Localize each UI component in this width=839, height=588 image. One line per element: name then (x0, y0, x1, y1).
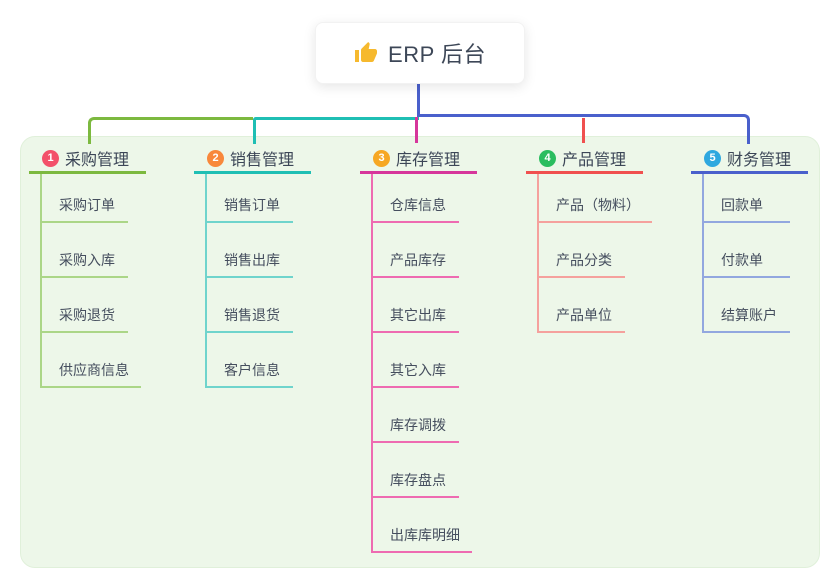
node-label: 回款单 (721, 197, 763, 213)
branch-finance: 5 财务管理 回款单 付款单 结算账户 (691, 148, 808, 333)
branch-title-label: 销售管理 (230, 152, 295, 169)
connector-sales (253, 117, 419, 144)
node-item[interactable]: 采购入库 (42, 223, 128, 278)
node-item[interactable]: 回款单 (704, 174, 790, 223)
connector-purchase (88, 117, 253, 144)
node-label: 供应商信息 (59, 362, 129, 378)
root-node[interactable]: ERP 后台 (315, 22, 525, 84)
node-label: 库存盘点 (390, 472, 446, 488)
node-item[interactable]: 其它入库 (373, 333, 459, 388)
branch-children-sales: 销售订单 销售出库 销售退货 客户信息 (205, 174, 311, 388)
node-label: 客户信息 (224, 362, 280, 378)
branch-title-inventory[interactable]: 3 库存管理 (360, 148, 477, 174)
node-label: 库存调拨 (390, 417, 446, 433)
node-label: 产品库存 (390, 252, 446, 268)
node-label: 采购订单 (59, 197, 115, 213)
node-item[interactable]: 产品分类 (539, 223, 625, 278)
branch-title-finance[interactable]: 5 财务管理 (691, 148, 808, 174)
branch-children-inventory: 仓库信息 产品库存 其它出库 其它入库 库存调拨 库存盘点 出库库明细 (371, 174, 477, 553)
branch-product: 4 产品管理 产品（物料） 产品分类 产品单位 (526, 148, 652, 333)
node-label: 销售出库 (224, 252, 280, 268)
branch-number-badge: 4 (539, 149, 556, 167)
connector-root-drop (417, 82, 420, 117)
node-item[interactable]: 采购订单 (42, 174, 128, 223)
node-label: 产品单位 (556, 307, 612, 323)
node-label: 产品（物料） (556, 197, 640, 213)
branch-number-badge: 5 (704, 149, 721, 167)
node-item[interactable]: 采购退货 (42, 278, 128, 333)
node-item[interactable]: 其它出库 (373, 278, 459, 333)
node-item[interactable]: 产品库存 (373, 223, 459, 278)
branch-inventory: 3 库存管理 仓库信息 产品库存 其它出库 其它入库 库存调拨 库存盘点 出库库… (360, 148, 477, 553)
node-item[interactable]: 供应商信息 (42, 333, 141, 388)
root-node-label: ERP 后台 (388, 42, 486, 67)
node-item[interactable]: 产品（物料） (539, 174, 652, 223)
branch-title-sales[interactable]: 2 销售管理 (194, 148, 311, 174)
node-label: 销售退货 (224, 307, 280, 323)
node-item[interactable]: 仓库信息 (373, 174, 459, 223)
node-item[interactable]: 产品单位 (539, 278, 625, 333)
branch-title-label: 产品管理 (562, 152, 627, 169)
branch-children-finance: 回款单 付款单 结算账户 (702, 174, 808, 333)
node-item[interactable]: 库存调拨 (373, 388, 459, 443)
branch-children-product: 产品（物料） 产品分类 产品单位 (537, 174, 652, 333)
branch-number-badge: 3 (373, 149, 390, 167)
node-item[interactable]: 销售订单 (207, 174, 293, 223)
node-label: 出库库明细 (390, 527, 460, 543)
node-label: 其它入库 (390, 362, 446, 378)
branch-sales: 2 销售管理 销售订单 销售出库 销售退货 客户信息 (194, 148, 311, 388)
node-item[interactable]: 销售出库 (207, 223, 293, 278)
branch-number-badge: 1 (42, 149, 59, 167)
node-label: 仓库信息 (390, 197, 446, 213)
thumbs-up-icon (355, 42, 378, 62)
node-label: 销售订单 (224, 197, 280, 213)
node-item[interactable]: 客户信息 (207, 333, 293, 388)
connector-inventory (415, 117, 418, 143)
branch-number-badge: 2 (207, 149, 224, 167)
node-label: 付款单 (721, 252, 763, 268)
node-label: 产品分类 (556, 252, 612, 268)
node-item[interactable]: 结算账户 (704, 278, 790, 333)
node-item[interactable]: 出库库明细 (373, 498, 472, 553)
branch-title-product[interactable]: 4 产品管理 (526, 148, 643, 174)
node-label: 结算账户 (721, 307, 777, 323)
node-label: 其它出库 (390, 307, 446, 323)
branch-title-label: 采购管理 (65, 152, 130, 169)
branch-title-label: 财务管理 (727, 152, 792, 169)
branch-title-label: 库存管理 (396, 152, 461, 169)
branch-title-purchase[interactable]: 1 采购管理 (29, 148, 146, 174)
branch-purchase: 1 采购管理 采购订单 采购入库 采购退货 供应商信息 (29, 148, 146, 388)
node-item[interactable]: 库存盘点 (373, 443, 459, 498)
branch-children-purchase: 采购订单 采购入库 采购退货 供应商信息 (40, 174, 146, 388)
node-label: 采购入库 (59, 252, 115, 268)
node-item[interactable]: 付款单 (704, 223, 790, 278)
node-label: 采购退货 (59, 307, 115, 323)
connector-finance (419, 114, 750, 144)
node-item[interactable]: 销售退货 (207, 278, 293, 333)
connector-product (582, 118, 585, 143)
